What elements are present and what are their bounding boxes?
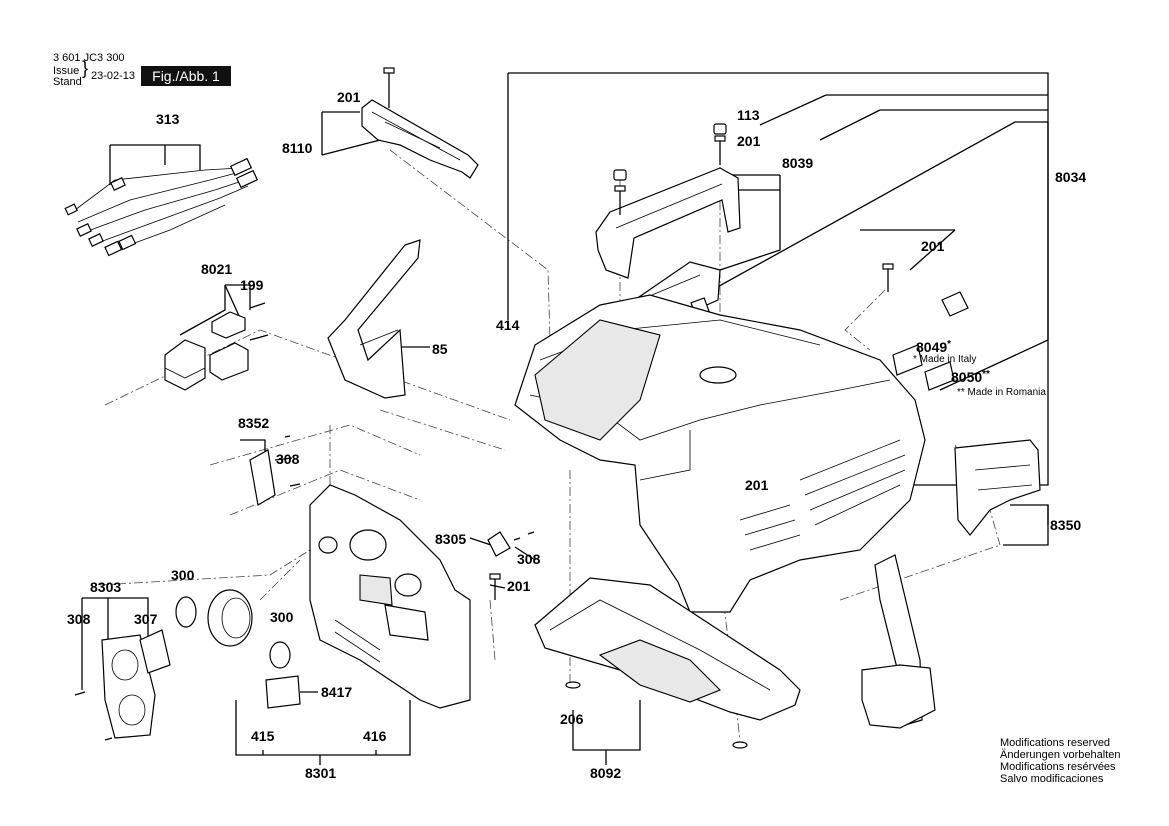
label-part	[265, 675, 301, 709]
filter-icon	[954, 439, 1041, 536]
front-panel-part	[309, 484, 471, 709]
part-number-8301: 8301	[305, 765, 336, 781]
part-number-8050: 8050**	[951, 369, 990, 385]
part-number-8049: 8049*	[916, 339, 951, 355]
cable-harness-icon	[64, 157, 259, 257]
part-number-308: 308	[276, 451, 300, 467]
plate-part	[487, 531, 535, 600]
socket-part	[74, 629, 171, 741]
main-housing-part	[514, 294, 926, 613]
part-number-201: 201	[337, 89, 361, 105]
part-number-415: 415	[251, 728, 275, 744]
part-number-300: 300	[171, 567, 195, 583]
modifications-line: Änderungen vorbehalten	[1000, 749, 1121, 761]
part-number-199: 199	[240, 277, 264, 293]
part-number-416: 416	[363, 728, 387, 744]
brace-icon: }	[82, 58, 89, 78]
base-plate-part	[534, 577, 801, 749]
part-number-206: 206	[560, 711, 584, 727]
leader-lines	[81, 72, 1049, 765]
issue-label: Issue	[53, 65, 80, 77]
part-number-308: 308	[67, 611, 91, 627]
part-number-313: 313	[156, 111, 180, 127]
part-number-308: 308	[517, 551, 541, 567]
bracket-part	[249, 435, 301, 506]
screw-icon	[613, 123, 894, 292]
knob-icon	[175, 589, 291, 669]
part-number-414: 414	[496, 317, 520, 333]
part-number-8305: 8305	[435, 531, 466, 547]
modifications-line: Salvo modificaciones	[1000, 773, 1104, 785]
part-number-113: 113	[737, 107, 760, 123]
part-number-307: 307	[134, 611, 158, 627]
figure-label: Fig./Abb. 1	[141, 66, 231, 86]
part-number-8110: 8110	[282, 140, 313, 156]
modifications-line: Modifications reserved	[1000, 737, 1111, 749]
part-number-8092: 8092	[590, 765, 621, 781]
label-plates	[892, 291, 969, 391]
part-number-8350: 8350	[1050, 517, 1081, 533]
screw-icon	[383, 67, 395, 108]
part-number-8303: 8303	[90, 579, 121, 595]
part-number-201: 201	[745, 477, 769, 493]
modifications-notice: Modifications reserved Änderungen vorbeh…	[1000, 737, 1120, 785]
part-number-8417: 8417	[321, 684, 352, 700]
part-number-300: 300	[270, 609, 294, 625]
part-number-201: 201	[737, 133, 761, 149]
part-number-8352: 8352	[238, 415, 269, 431]
part-number-85: 85	[432, 341, 448, 357]
switch-icon	[164, 302, 269, 391]
part-number-201: 201	[921, 238, 945, 254]
part-number-8021: 8021	[201, 261, 232, 277]
made-in-italy-note: * Made in Italy	[913, 354, 976, 365]
issue-date: 23-02-13	[91, 70, 136, 82]
carry-bar-part	[361, 99, 479, 179]
hose-clip-part	[861, 554, 936, 729]
part-number-8039: 8039	[782, 155, 813, 171]
part-number-201: 201	[507, 578, 531, 594]
doc-number: 3 601 JC3 300	[53, 52, 125, 64]
part-number-labels: 313 201 8110 113 201 8039 8034 201 8021 …	[67, 89, 1086, 781]
stand-label: Stand	[53, 76, 82, 88]
hose-holder-icon	[327, 239, 421, 399]
modifications-line: Modifications resérvées	[1000, 761, 1116, 773]
part-number-8034: 8034	[1055, 169, 1086, 185]
made-in-romania-note: ** Made in Romania	[957, 387, 1046, 398]
